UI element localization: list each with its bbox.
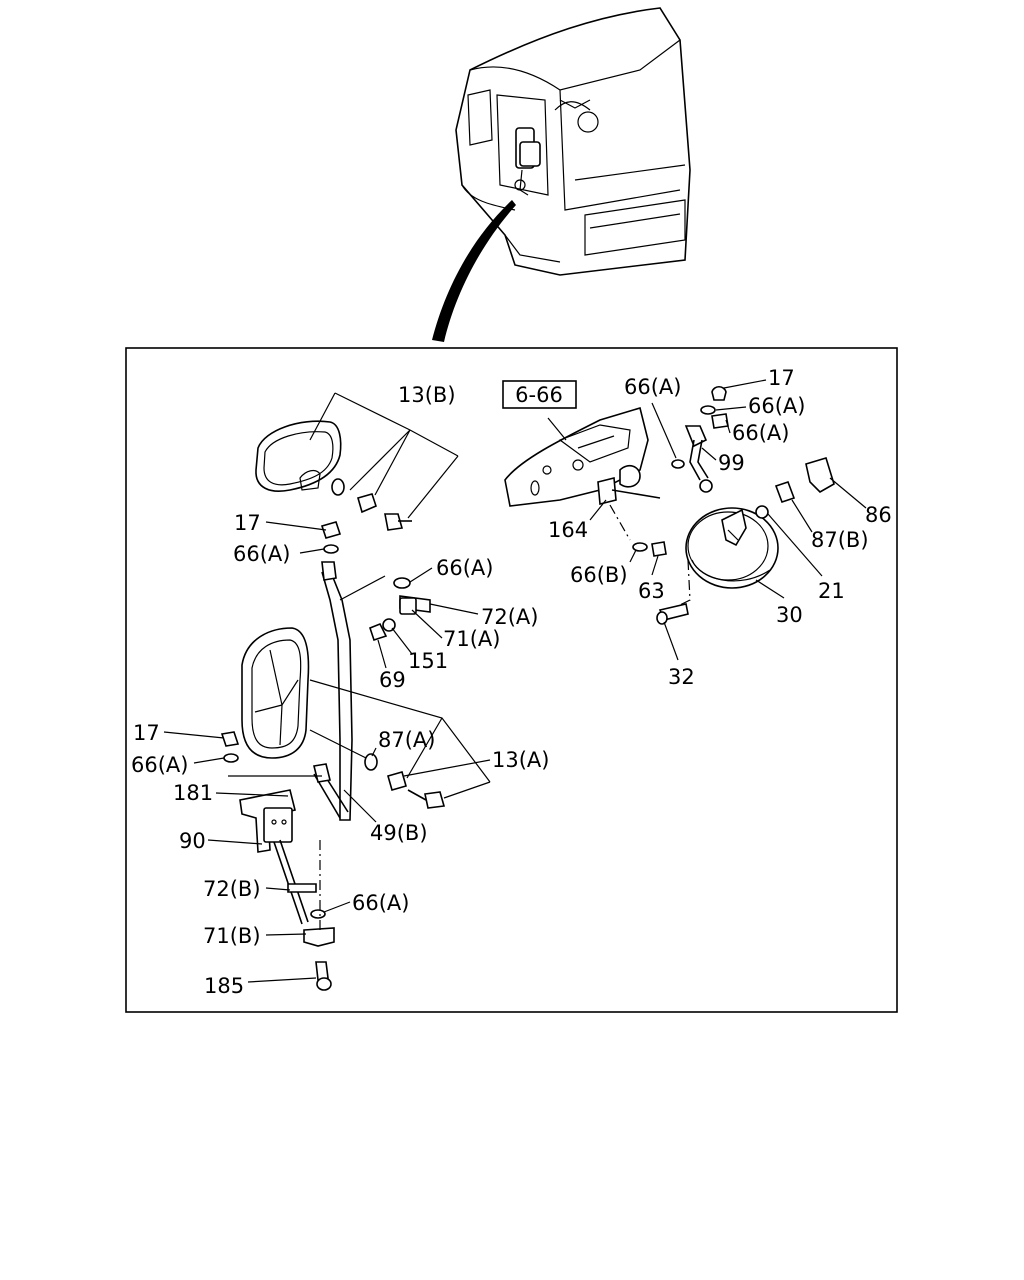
- label-66a: 66(A): [233, 542, 290, 566]
- lower-mirror: [241, 627, 491, 809]
- label-13a: 13(A): [492, 748, 549, 772]
- label-66a: 66(A): [624, 375, 681, 399]
- label-66a: 66(A): [131, 753, 188, 777]
- small-parts-right: [632, 457, 835, 557]
- label-185: 185: [204, 974, 244, 998]
- label-13b: 13(B): [398, 383, 456, 407]
- label-181: 181: [173, 781, 213, 805]
- label-17: 17: [234, 511, 261, 535]
- part-labels: 13(B) 17 66(A) 66(A) 72(A) 71(A) 151 69 …: [131, 366, 892, 998]
- label-66a: 66(A): [732, 421, 789, 445]
- door-panel: [504, 406, 661, 541]
- label-69: 69: [379, 668, 406, 692]
- label-164: 164: [548, 518, 588, 542]
- label-99: 99: [718, 451, 745, 475]
- label-90: 90: [179, 829, 206, 853]
- label-32: 32: [668, 665, 695, 689]
- label-151: 151: [408, 649, 448, 673]
- label-21: 21: [818, 579, 845, 603]
- label-71a: 71(A): [443, 627, 500, 651]
- label-72b: 72(B): [203, 877, 261, 901]
- svg-text:6-66: 6-66: [515, 383, 563, 407]
- upper-mirror: [255, 392, 459, 531]
- label-17: 17: [133, 721, 160, 745]
- label-66b: 66(B): [570, 563, 628, 587]
- mirror-stay: [313, 561, 386, 821]
- label-71b: 71(B): [203, 924, 261, 948]
- vehicle-overview: [432, 7, 691, 342]
- label-87b: 87(B): [811, 528, 869, 552]
- label-86: 86: [865, 503, 892, 527]
- stay-99: [671, 385, 729, 493]
- detail-frame: [125, 347, 898, 1013]
- lower-bracket: [220, 731, 335, 991]
- label-63: 63: [638, 579, 665, 603]
- label-66a: 66(A): [352, 891, 409, 915]
- label-72a: 72(A): [481, 605, 538, 629]
- label-87a: 87(A): [378, 728, 435, 752]
- label-49b: 49(B): [370, 821, 428, 845]
- round-mirror: [656, 505, 779, 625]
- label-66a: 66(A): [436, 556, 493, 580]
- label-17: 17: [768, 366, 795, 390]
- leader-lines: [163, 379, 867, 983]
- label-66a: 66(A): [748, 394, 805, 418]
- reference-box: 6-66: [502, 380, 577, 409]
- label-30: 30: [776, 603, 803, 627]
